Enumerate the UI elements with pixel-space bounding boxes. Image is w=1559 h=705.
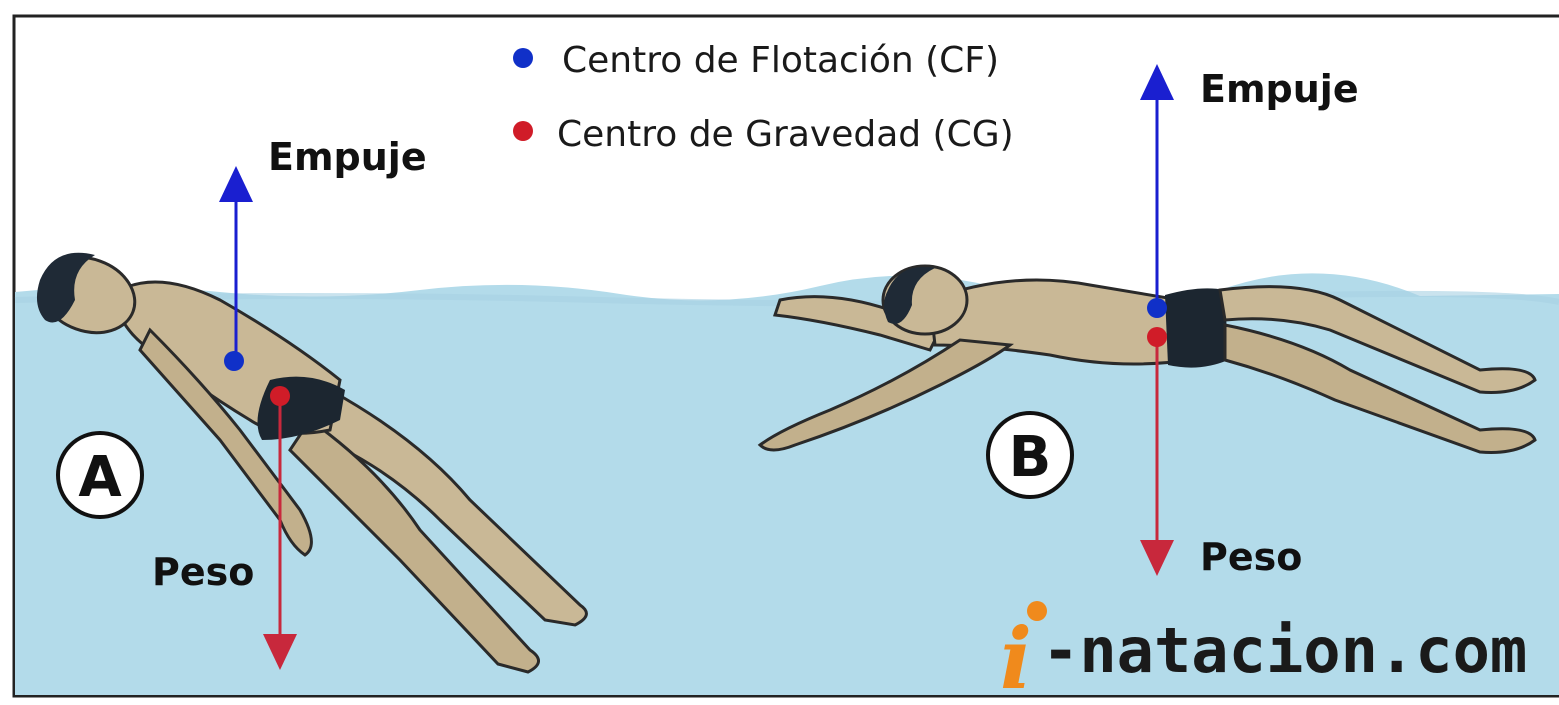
logo-i-dot xyxy=(1027,601,1047,621)
swimmer-a-arm xyxy=(138,327,313,557)
panel-b-forces xyxy=(1140,64,1174,576)
weight-label-b: Peso xyxy=(1200,535,1302,579)
swimmer-b xyxy=(757,264,1537,454)
center-of-flotation-b xyxy=(1147,298,1167,318)
center-of-flotation-a xyxy=(224,351,244,371)
panel-b-letter: B xyxy=(1009,425,1052,490)
swimmer-b-arm-front xyxy=(772,295,943,352)
legend: Centro de Flotación (CF) Centro de Grave… xyxy=(513,40,1014,155)
panel-a-letter: A xyxy=(78,445,122,510)
water-surface xyxy=(15,273,1559,695)
buoyancy-label-b: Empuje xyxy=(1200,67,1359,111)
panel-a-badge: A xyxy=(56,431,144,519)
swimmer-b-hair xyxy=(884,266,935,324)
site-logo: i -natacion.com xyxy=(1000,601,1527,705)
swimmer-a-leg-lower xyxy=(288,417,540,674)
center-of-gravity-b xyxy=(1147,327,1167,347)
logo-text: -natacion.com xyxy=(1042,614,1527,687)
panel-a-forces xyxy=(219,166,297,670)
weight-arrowhead-a xyxy=(263,634,297,670)
panel-a-circle xyxy=(56,431,144,519)
swimmer-a-leg-upper xyxy=(297,388,588,627)
buoyancy-label-a: Empuje xyxy=(268,135,427,179)
weight-label-a: Peso xyxy=(152,550,254,594)
swimmer-b-leg-upper xyxy=(1218,285,1537,394)
logo-i-letter: i xyxy=(1000,609,1032,705)
swimmer-a-hair xyxy=(36,252,95,323)
buoyancy-arrowhead-a xyxy=(219,166,253,202)
panel-b-circle xyxy=(986,411,1074,499)
buoyancy-arrowhead-b xyxy=(1140,64,1174,100)
swimmer-b-swimsuit xyxy=(1165,288,1228,368)
legend-cf-dot xyxy=(513,48,533,68)
legend-cg-label: Centro de Gravedad (CG) xyxy=(557,114,1014,155)
weight-arrowhead-b xyxy=(1140,540,1174,576)
panel-b-badge: B xyxy=(986,411,1074,499)
swimmer-b-leg-lower xyxy=(1223,323,1537,454)
center-of-gravity-a xyxy=(270,386,290,406)
swimmer-b-arm-lower xyxy=(757,338,1014,452)
legend-cf-label: Centro de Flotación (CF) xyxy=(562,40,999,81)
legend-cg-dot xyxy=(513,121,533,141)
